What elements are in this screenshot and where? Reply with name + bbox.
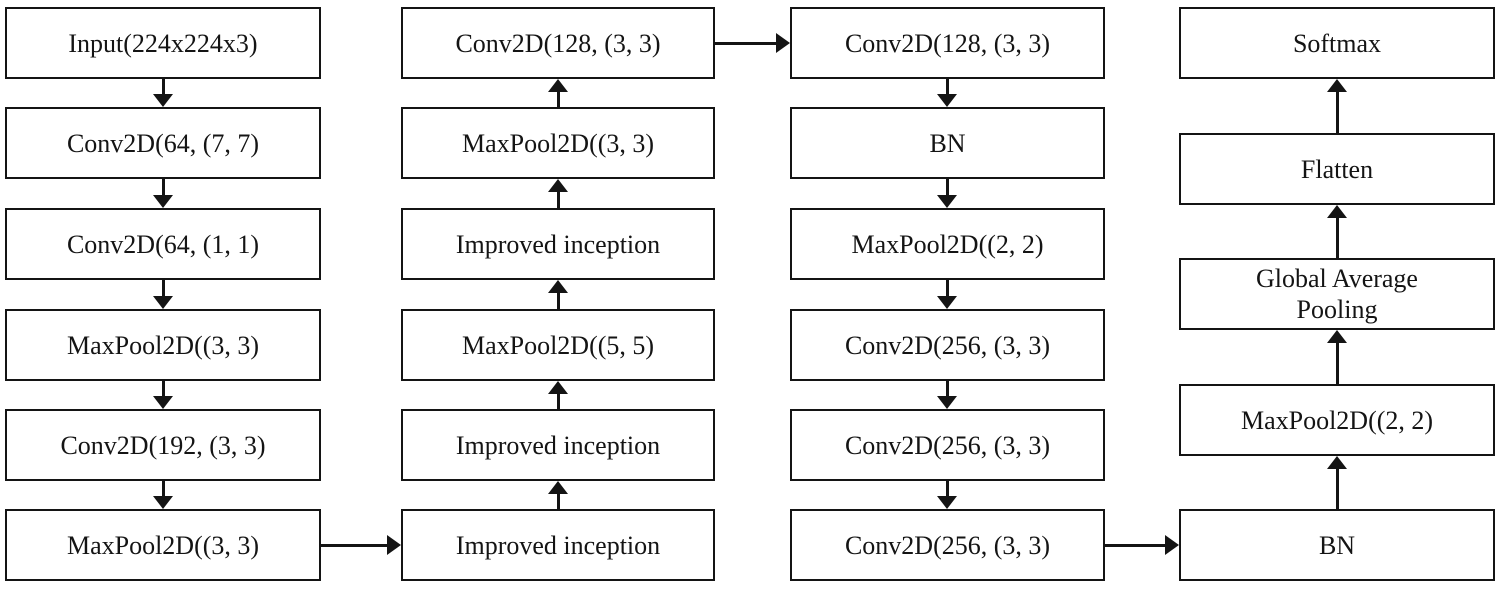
arrow-stem	[556, 92, 560, 107]
arrow-stem	[556, 192, 560, 208]
arrow-stem	[945, 481, 949, 496]
node-conv128-3x3-b: Conv2D(128, (3, 3)	[790, 7, 1105, 79]
arrow-stem	[945, 280, 949, 296]
node-maxpool-5x5: MaxPool2D((5, 5)	[401, 309, 715, 381]
node-improved-inception-3: Improved inception	[401, 208, 715, 280]
down-arrow-icon	[937, 94, 957, 107]
up-arrow-icon	[548, 179, 568, 192]
arrow-stem	[1335, 92, 1339, 133]
up-arrow-icon	[1327, 330, 1347, 343]
right-arrow-icon	[1165, 535, 1179, 555]
right-arrow-icon	[776, 33, 790, 53]
arrow-stem	[161, 179, 165, 195]
arrow-stem	[161, 481, 165, 496]
node-improved-inception-2: Improved inception	[401, 409, 715, 481]
node-flatten: Flatten	[1179, 133, 1495, 205]
down-arrow-icon	[153, 94, 173, 107]
down-arrow-icon	[937, 195, 957, 208]
down-arrow-icon	[153, 195, 173, 208]
node-bn-b: BN	[1179, 509, 1495, 581]
up-arrow-icon	[548, 381, 568, 394]
arrow-stem	[945, 79, 949, 94]
down-arrow-icon	[937, 496, 957, 509]
node-maxpool-3x3-c: MaxPool2D((3, 3)	[401, 107, 715, 179]
arrow-stem	[321, 543, 387, 547]
arrow-stem	[161, 79, 165, 94]
arrow-stem	[945, 381, 949, 396]
up-arrow-icon	[548, 280, 568, 293]
node-maxpool-3x3-b: MaxPool2D((3, 3)	[5, 509, 321, 581]
arrow-stem	[556, 293, 560, 309]
arrow-stem	[161, 280, 165, 296]
down-arrow-icon	[937, 296, 957, 309]
down-arrow-icon	[153, 396, 173, 409]
node-maxpool-3x3-a: MaxPool2D((3, 3)	[5, 309, 321, 381]
node-global-average-pooling: Global Average Pooling	[1179, 258, 1495, 330]
node-conv256-3x3-c: Conv2D(256, (3, 3)	[790, 509, 1105, 581]
arrow-stem	[1105, 543, 1165, 547]
node-conv64-1x1: Conv2D(64, (1, 1)	[5, 208, 321, 280]
arrow-stem	[556, 494, 560, 509]
arrow-stem	[715, 41, 776, 45]
node-improved-inception-1: Improved inception	[401, 509, 715, 581]
node-conv192-3x3: Conv2D(192, (3, 3)	[5, 409, 321, 481]
node-softmax: Softmax	[1179, 7, 1495, 79]
up-arrow-icon	[548, 481, 568, 494]
arrow-stem	[945, 179, 949, 195]
up-arrow-icon	[1327, 79, 1347, 92]
node-conv256-3x3-b: Conv2D(256, (3, 3)	[790, 409, 1105, 481]
right-arrow-icon	[387, 535, 401, 555]
down-arrow-icon	[937, 396, 957, 409]
down-arrow-icon	[153, 496, 173, 509]
node-conv256-3x3-a: Conv2D(256, (3, 3)	[790, 309, 1105, 381]
node-maxpool-2x2-b: MaxPool2D((2, 2)	[1179, 384, 1495, 456]
node-conv64-7x7: Conv2D(64, (7, 7)	[5, 107, 321, 179]
arrow-stem	[1335, 469, 1339, 509]
node-input: Input(224x224x3)	[5, 7, 321, 79]
up-arrow-icon	[1327, 456, 1347, 469]
up-arrow-icon	[548, 79, 568, 92]
node-conv128-3x3-a: Conv2D(128, (3, 3)	[401, 7, 715, 79]
arrow-stem	[1335, 218, 1339, 258]
down-arrow-icon	[153, 296, 173, 309]
up-arrow-icon	[1327, 205, 1347, 218]
arrow-stem	[556, 394, 560, 409]
node-bn-a: BN	[790, 107, 1105, 179]
arrow-stem	[1335, 343, 1339, 384]
arrow-stem	[161, 381, 165, 396]
node-maxpool-2x2-a: MaxPool2D((2, 2)	[790, 208, 1105, 280]
